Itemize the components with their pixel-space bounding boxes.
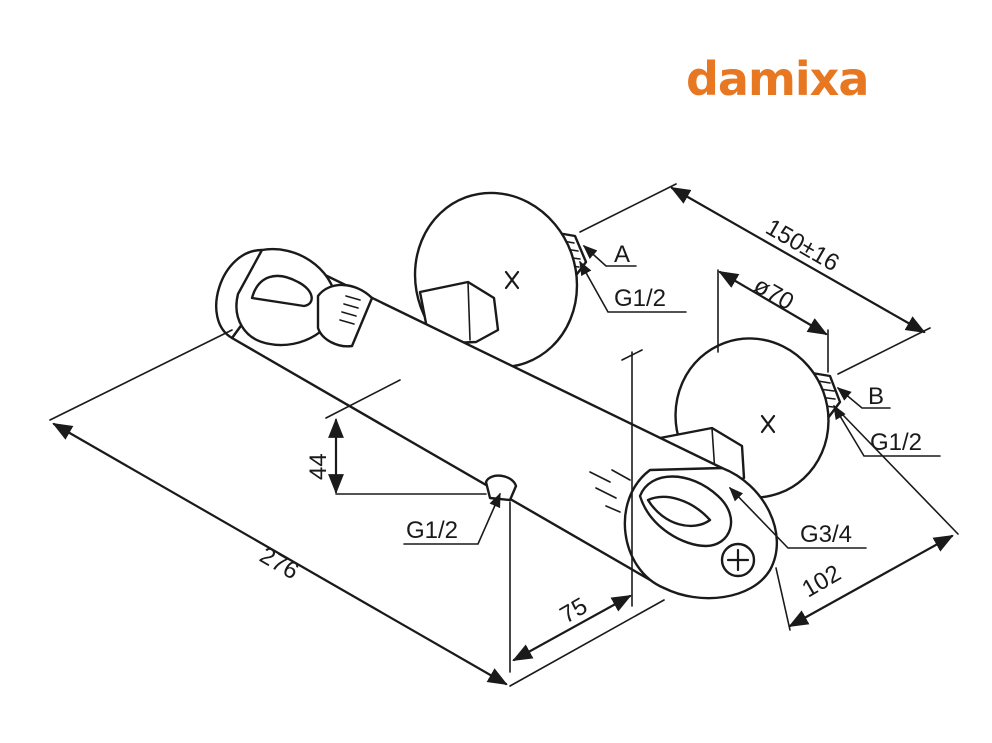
dim-depth: 102 [798, 560, 846, 603]
callouts: A G1/2 B G1/2 G1/2 G3/4 [403, 241, 941, 549]
dim-height: 44 [305, 453, 332, 480]
callout-b: B [868, 383, 884, 410]
dim-flange-diameter: ø70 [749, 272, 798, 316]
callout-thread-a: G1/2 [614, 285, 666, 312]
brand-name: damixa [686, 52, 869, 106]
dim-outlet-offset: 75 [556, 592, 593, 629]
callout-thread-b: G1/2 [870, 429, 922, 456]
callout-a: A [614, 241, 630, 268]
callout-outlet-bottom: G1/2 [406, 517, 458, 544]
brand-logo: damixa [686, 56, 869, 102]
callout-outlet-side: G3/4 [800, 521, 852, 548]
dim-overall-length: 276 [255, 542, 303, 585]
